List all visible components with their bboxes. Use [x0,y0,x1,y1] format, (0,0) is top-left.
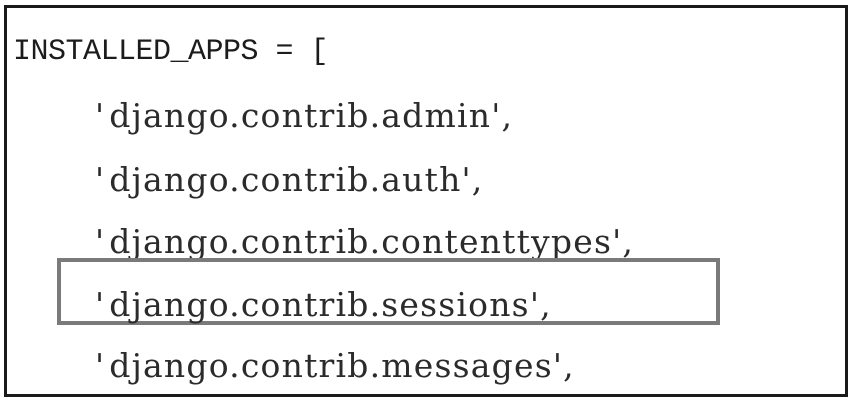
app-entry-admin: 'django.contrib.admin', [95,96,513,136]
app-entry-auth: 'django.contrib.auth', [95,160,484,200]
open-quote: ' [95,160,106,199]
close-quote: ', [612,222,635,261]
app-entry-sessions: 'django.contrib.sessions', [95,285,552,325]
app-name: django.contrib.contenttypes [109,222,613,261]
close-quote: ', [491,96,514,135]
app-entry-messages: 'django.contrib.messages', [95,346,575,386]
open-quote: ' [95,222,106,261]
open-quote: ' [95,285,106,324]
app-name: django.contrib.auth [109,160,462,199]
app-name: django.contrib.messages [109,346,553,385]
app-name: django.contrib.sessions [109,285,530,324]
close-quote: ', [461,160,484,199]
open-quote: ' [95,96,106,135]
installed-apps-declaration: INSTALLED_APPS = [ [13,35,329,69]
close-quote: ', [529,285,552,324]
code-snippet-frame: INSTALLED_APPS = [ 'django.contrib.admin… [4,5,848,397]
close-quote: ', [552,346,575,385]
open-quote: ' [95,346,106,385]
app-entry-contenttypes: 'django.contrib.contenttypes', [95,222,634,262]
app-name: django.contrib.admin [109,96,492,135]
